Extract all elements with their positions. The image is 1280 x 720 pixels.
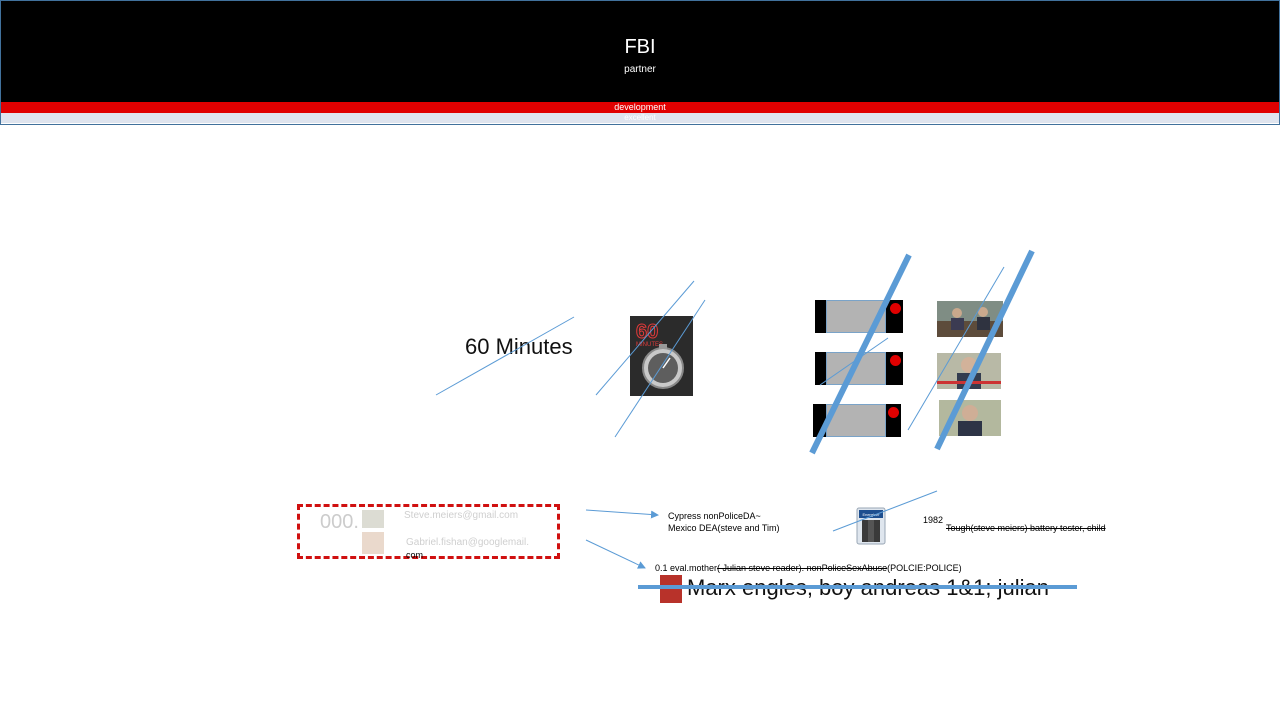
grey-bar: excellent bbox=[0, 113, 1280, 123]
magazine-logo: 60 bbox=[636, 321, 658, 343]
thin-line bbox=[832, 490, 938, 532]
email-2: Gabriel.fishan@googlemail. bbox=[406, 537, 529, 548]
magazine-logo-sub: MINUTES bbox=[636, 342, 663, 348]
year-label: 1982 bbox=[923, 515, 944, 525]
cypress-line-1: Cypress nonPoliceDA~ bbox=[668, 511, 761, 521]
title-banner: FBI partner bbox=[0, 0, 1280, 102]
thin-line bbox=[907, 266, 1005, 431]
email-1: Steve.meiers@gmail.com bbox=[404, 510, 519, 521]
slide-title: FBI bbox=[624, 36, 656, 58]
red-bar: development bbox=[0, 102, 1280, 113]
slide-subtitle: partner bbox=[624, 64, 656, 75]
red-dot-icon bbox=[888, 407, 899, 418]
thick-strike-line bbox=[809, 253, 912, 455]
battery-package-image: Energizer bbox=[856, 507, 886, 545]
faded-photo bbox=[362, 532, 384, 554]
battery-note: Tough(steve meiers) battery tester, chil… bbox=[946, 523, 1106, 533]
big-number: 000. bbox=[320, 511, 359, 533]
red-dot-icon bbox=[890, 355, 901, 366]
eval-line: 0.1 eval.mother( Julian steve reader). n… bbox=[655, 563, 962, 573]
eval-suffix: (POLCIE:POLICE) bbox=[887, 563, 962, 573]
thin-line bbox=[595, 280, 695, 396]
sixty-minutes-label: 60 Minutes bbox=[465, 334, 573, 359]
battery-brand: Energizer bbox=[862, 512, 880, 517]
eval-struck: ( Julian steve reader). nonPoliceSexAbus… bbox=[717, 563, 888, 573]
arrow bbox=[585, 539, 646, 569]
dashed-highlight-box bbox=[297, 504, 560, 559]
faded-photo bbox=[362, 510, 384, 528]
screen-card bbox=[813, 404, 901, 437]
thin-line bbox=[435, 316, 575, 396]
thick-strike-line bbox=[934, 249, 1035, 451]
arrow bbox=[585, 509, 659, 519]
thin-line bbox=[614, 299, 706, 438]
email-2-suffix: com bbox=[406, 550, 424, 560]
eval-prefix: 0.1 eval.mother bbox=[655, 563, 718, 573]
cypress-line-2: Mexico DEA(steve and Tim) bbox=[668, 523, 780, 533]
red-dot-icon bbox=[890, 303, 901, 314]
